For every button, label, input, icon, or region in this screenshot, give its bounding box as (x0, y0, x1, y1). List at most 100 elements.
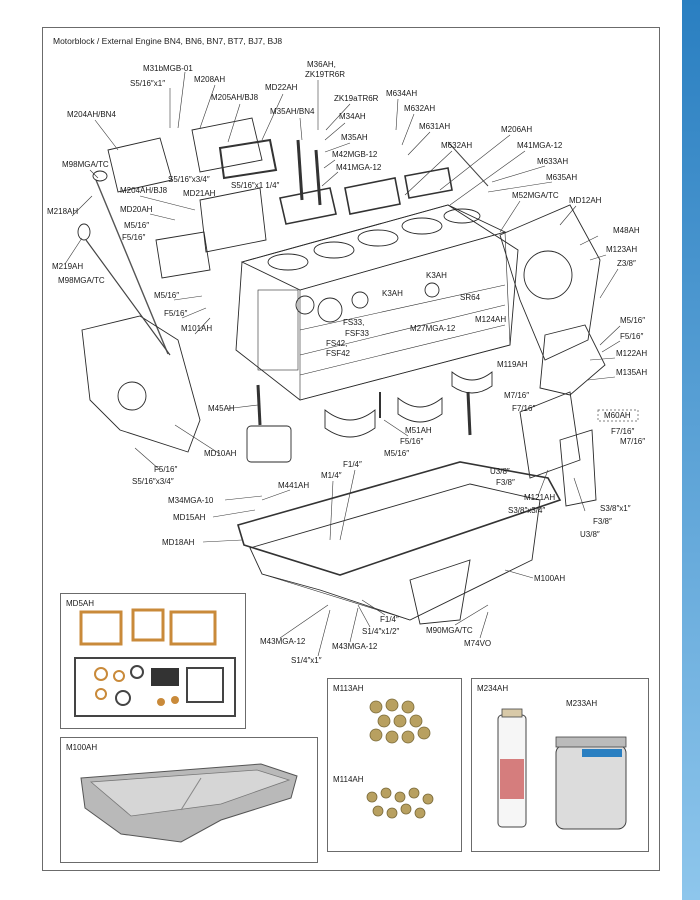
label-md20ah: MD20AH (120, 205, 153, 214)
label-u3-8-a: U3/8″ (490, 467, 510, 476)
label-m1-4: M1/4″ (321, 471, 342, 480)
engine-mounts (519, 324, 606, 507)
sealant-products-photo (497, 708, 627, 830)
label-u3-8-b: U3/8″ (580, 530, 600, 539)
inset-label-md5ah: MD5AH (66, 599, 95, 608)
label-s1-4x1: S1/4″x1″ (291, 656, 322, 665)
label-m208ah: M208AH (194, 75, 225, 84)
label-m204ah-bn4: M204AH/BN4 (67, 110, 116, 119)
m60ah-dashed-box (597, 409, 639, 422)
label-f5-16-a: F5/16″ (122, 233, 145, 242)
label-m218ah: M218AH (47, 207, 78, 216)
label-s3-8x3-4: S3/8″x3/4″ (508, 506, 545, 515)
studs (95, 139, 489, 436)
label-m45ah: M45AH (208, 404, 235, 413)
label-m60ah: M60AH (604, 411, 631, 420)
label-md22ah: MD22AH (265, 83, 298, 92)
label-m41mga-12-a: M41MGA-12 (336, 163, 382, 172)
inset-label-m114ah: M114AH (333, 775, 364, 784)
label-md10ah: MD10AH (204, 449, 237, 458)
part-labels: M31bMGB-01 S5/16″x1″ M208AH MD22AH M205A… (47, 60, 647, 665)
label-m441ah: M441AH (278, 481, 309, 490)
inset-label-m100ah: M100AH (66, 743, 98, 752)
label-m632ah-b: M632AH (441, 141, 472, 150)
label-m631ah: M631AH (419, 122, 450, 131)
label-m31bmgb-01: M31bMGB-01 (143, 64, 193, 73)
label-s5-16x1-top: S5/16″x1″ (130, 79, 165, 88)
oil-sump (237, 461, 562, 625)
label-m5-16-b: M5/16″ (154, 291, 179, 300)
label-f3-8-a: F3/8″ (496, 478, 515, 487)
label-f7-16-a: F7/16″ (512, 404, 535, 413)
label-m35ah-bn4: M35AH/BN4 (270, 107, 315, 116)
label-s5-16x3-4-b: S5/16″x3/4″ (132, 477, 174, 486)
inset-label-m233ah: M233AH (566, 699, 598, 708)
label-m135ah: M135AH (616, 368, 647, 377)
core-plugs-photo (366, 698, 434, 819)
label-m123ah: M123AH (606, 245, 637, 254)
inset-label-m113ah: M113AH (333, 684, 364, 693)
label-zk19atr6r: ZK19aTR6R (334, 94, 379, 103)
label-m632ah-a: M632AH (404, 104, 435, 113)
label-m42mgb-12: M42MGB-12 (332, 150, 378, 159)
label-f5-16-d: F5/16″ (400, 437, 423, 446)
label-m633ah: M633AH (537, 157, 568, 166)
engine-block (235, 204, 519, 401)
label-m206ah: M206AH (501, 125, 532, 134)
page-title: Motorblock / External Engine BN4, BN6, B… (53, 36, 283, 46)
inset-gasket-set: MD5AH (60, 593, 246, 729)
gasket-set-illustration (74, 608, 236, 717)
inset-label-m234ah: M234AH (477, 684, 509, 693)
label-m121ah: M121AH (524, 493, 555, 502)
label-md12ah: MD12AH (569, 196, 602, 205)
label-m27mga-12: M27MGA-12 (410, 324, 456, 333)
label-m34mga-10: M34MGA-10 (168, 496, 214, 505)
label-m7-16-b: M7/16″ (620, 437, 645, 446)
label-z3-8: Z3/8″ (617, 259, 636, 268)
side-covers (107, 117, 453, 279)
label-m90mga-tc: M90MGA/TC (426, 626, 473, 635)
label-md15ah: MD15AH (173, 513, 206, 522)
label-sr64: SR64 (460, 293, 481, 302)
label-m43mga-12-a: M43MGA-12 (260, 637, 306, 646)
front-engine-plate (81, 315, 201, 453)
dipstick (77, 170, 171, 356)
label-f5-16-c: F5/16″ (620, 332, 643, 341)
label-f5-16-b: F5/16″ (164, 309, 187, 318)
inset-sealants: M234AH M233AH (471, 678, 649, 852)
label-s5-16x1-1-4: S5/16″x1 1/4″ (231, 181, 280, 190)
label-m124ah: M124AH (475, 315, 506, 324)
label-f7-16-b: F7/16″ (611, 427, 634, 436)
label-s1-4x1-2: S1/4″x1/2″ (362, 627, 399, 636)
label-m122ah: M122AH (616, 349, 647, 358)
label-fsf42: FSF42 (326, 349, 351, 358)
blue-side-bar (682, 0, 700, 900)
label-m119ah: M119AH (497, 360, 528, 369)
label-m48ah: M48AH (613, 226, 640, 235)
label-m205ah-bj8: M205AH/BJ8 (211, 93, 259, 102)
label-s3-8x1: S3/8″x1″ (600, 504, 631, 513)
label-md21ah: MD21AH (183, 189, 216, 198)
label-m98mga-tc-b: M98MGA/TC (58, 276, 105, 285)
bearing-caps (246, 371, 493, 463)
label-fs42: FS42, (326, 339, 347, 348)
inset-oil-pan: M100AH (60, 737, 318, 863)
label-m98mga-tc-a: M98MGA/TC (62, 160, 109, 169)
oil-pan-photo (80, 763, 298, 843)
label-zk19tr6r: ZK19TR6R (305, 70, 345, 79)
label-m43mga-12-b: M43MGA-12 (332, 642, 378, 651)
label-m41mga-12-b: M41MGA-12 (517, 141, 563, 150)
label-m634ah: M634AH (386, 89, 417, 98)
label-m101ah: M101AH (181, 324, 212, 333)
label-f5-16-e: F5/16″ (154, 465, 177, 474)
label-f1-4-b: F1/4″ (380, 615, 399, 624)
label-k3ah-a: K3AH (382, 289, 403, 298)
label-m204ah-bj8: M204AH/BJ8 (120, 186, 168, 195)
label-m635ah: M635AH (546, 173, 577, 182)
label-m5-16-d: M5/16″ (384, 449, 409, 458)
label-m5-16-c: M5/16″ (620, 316, 645, 325)
leader-lines (64, 71, 621, 657)
label-m34ah: M34AH (339, 112, 366, 121)
inset-core-plugs: M113AH M114AH (327, 678, 462, 852)
